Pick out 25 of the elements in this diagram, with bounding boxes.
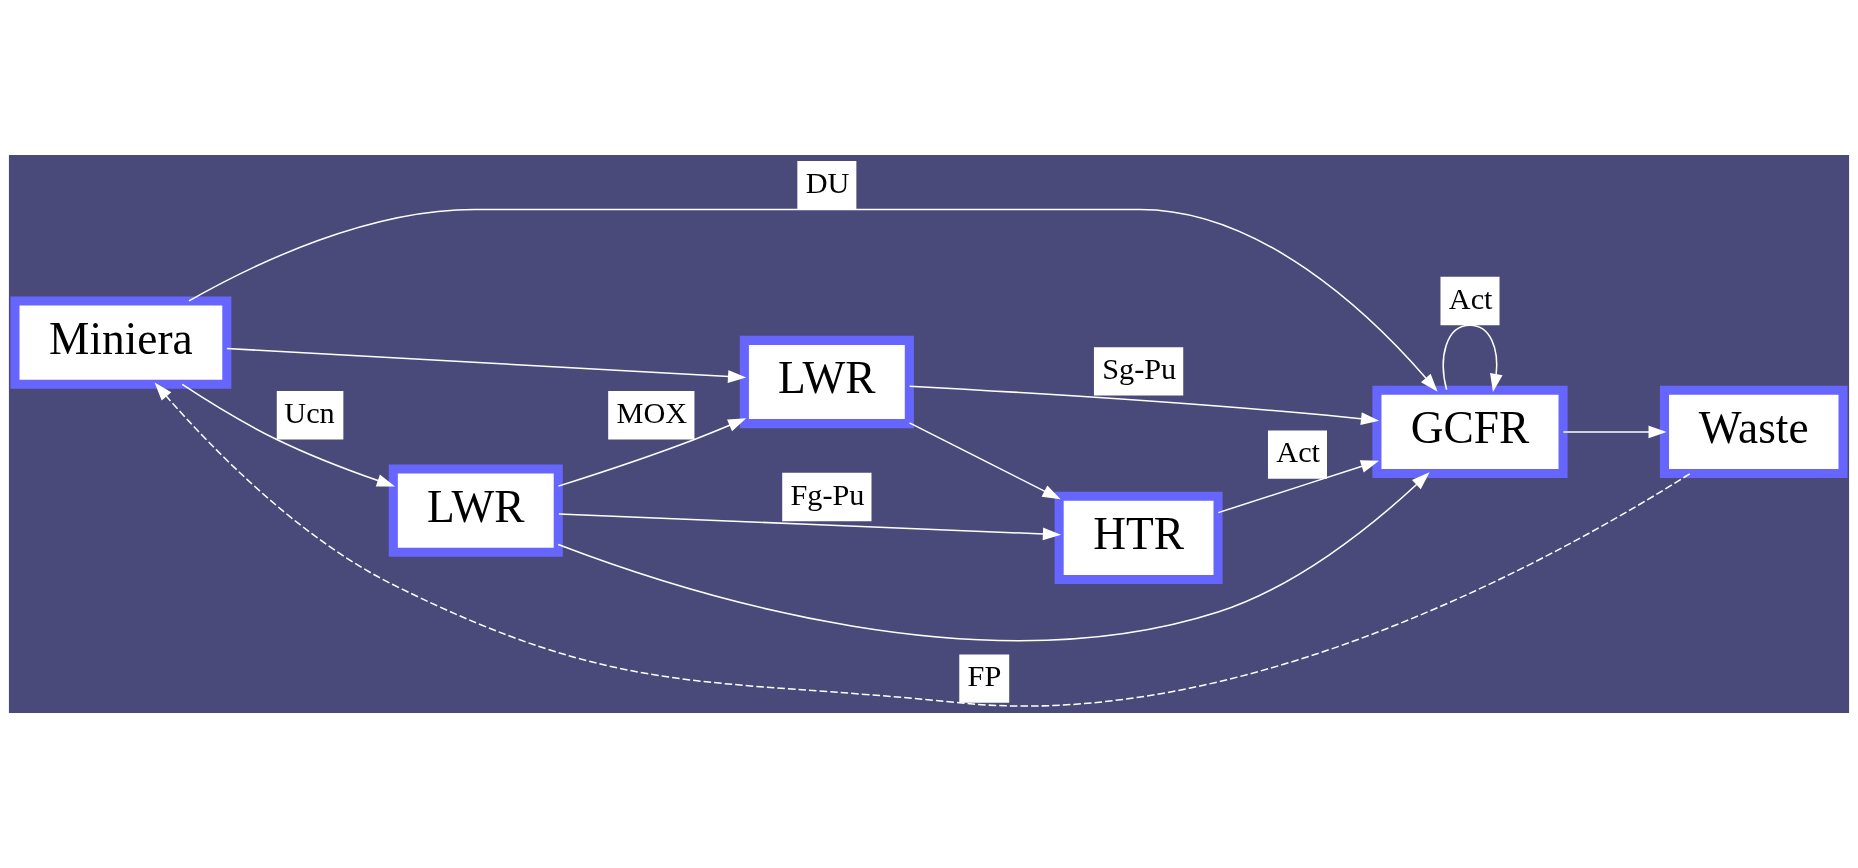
node-box: GCFR	[1372, 385, 1568, 479]
arrow	[558, 513, 1062, 541]
edge-label: Act	[1448, 281, 1493, 316]
edge-label: Act	[1276, 435, 1320, 470]
node-box: LWR	[739, 335, 914, 429]
arrow	[1217, 460, 1380, 514]
edge-label: DU	[805, 165, 850, 200]
node-box: Waste	[1659, 385, 1848, 479]
node-box: Miniera	[10, 296, 232, 389]
edge-label: Sg-Pu	[1102, 351, 1177, 386]
edge-label: MOX	[616, 395, 688, 430]
arrow	[226, 347, 747, 383]
node-box: LWR	[388, 464, 563, 557]
node-box: HTR	[1054, 491, 1223, 584]
arrow	[1562, 425, 1667, 439]
arrow	[188, 208, 1438, 392]
edge-label: Fg-Pu	[790, 477, 865, 512]
arrow	[557, 418, 747, 487]
arrow	[908, 385, 1380, 426]
arrow	[154, 382, 1691, 707]
edge-label: FP	[967, 659, 1002, 694]
arrow	[181, 383, 396, 487]
arrow	[908, 422, 1061, 500]
edge-label: Ucn	[284, 395, 335, 430]
arrow	[1442, 324, 1503, 392]
